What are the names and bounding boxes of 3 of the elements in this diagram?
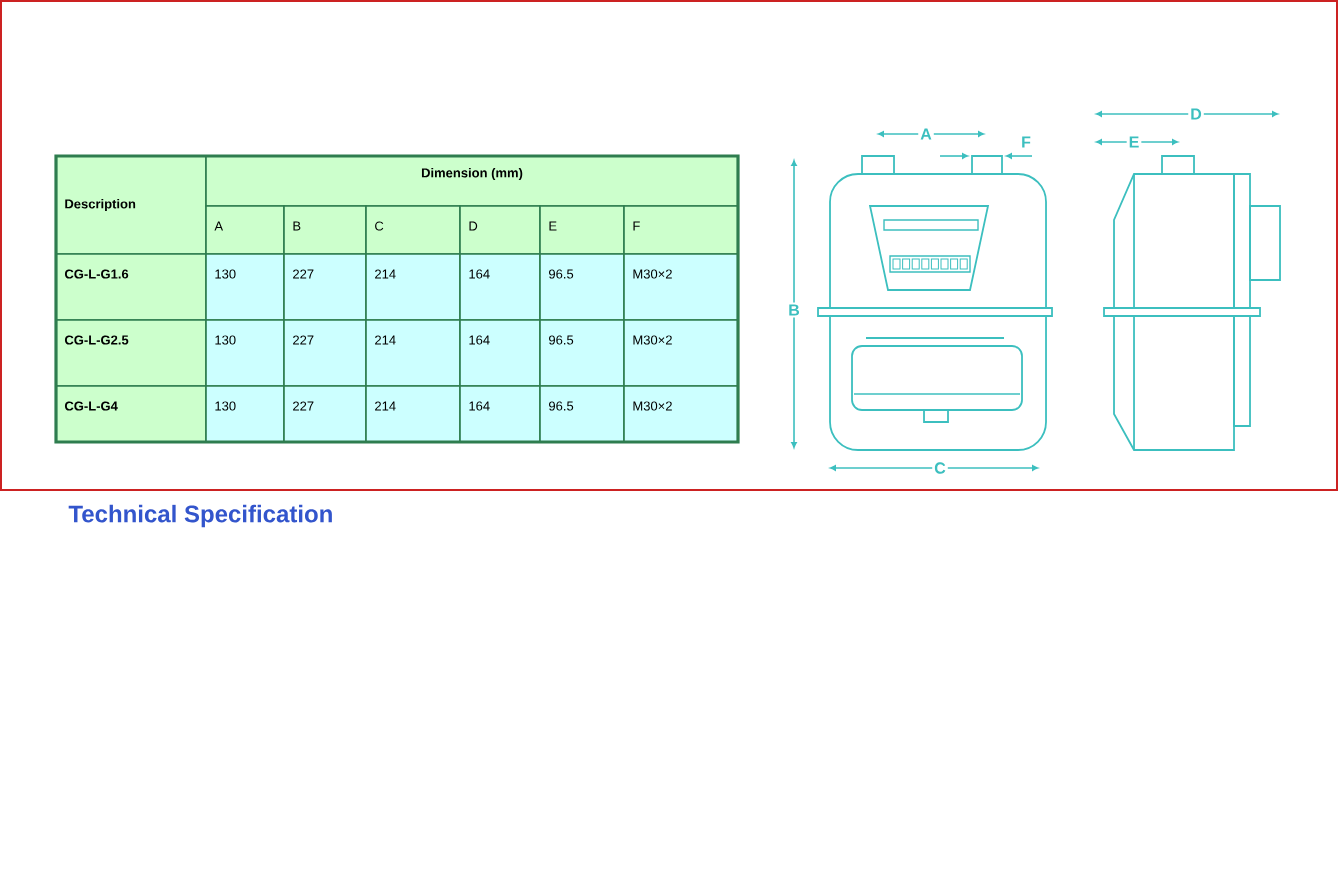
section-heading: Technical Specification [68, 504, 332, 528]
dimension-label: F [1022, 136, 1031, 148]
dimension-label: C [932, 460, 948, 476]
